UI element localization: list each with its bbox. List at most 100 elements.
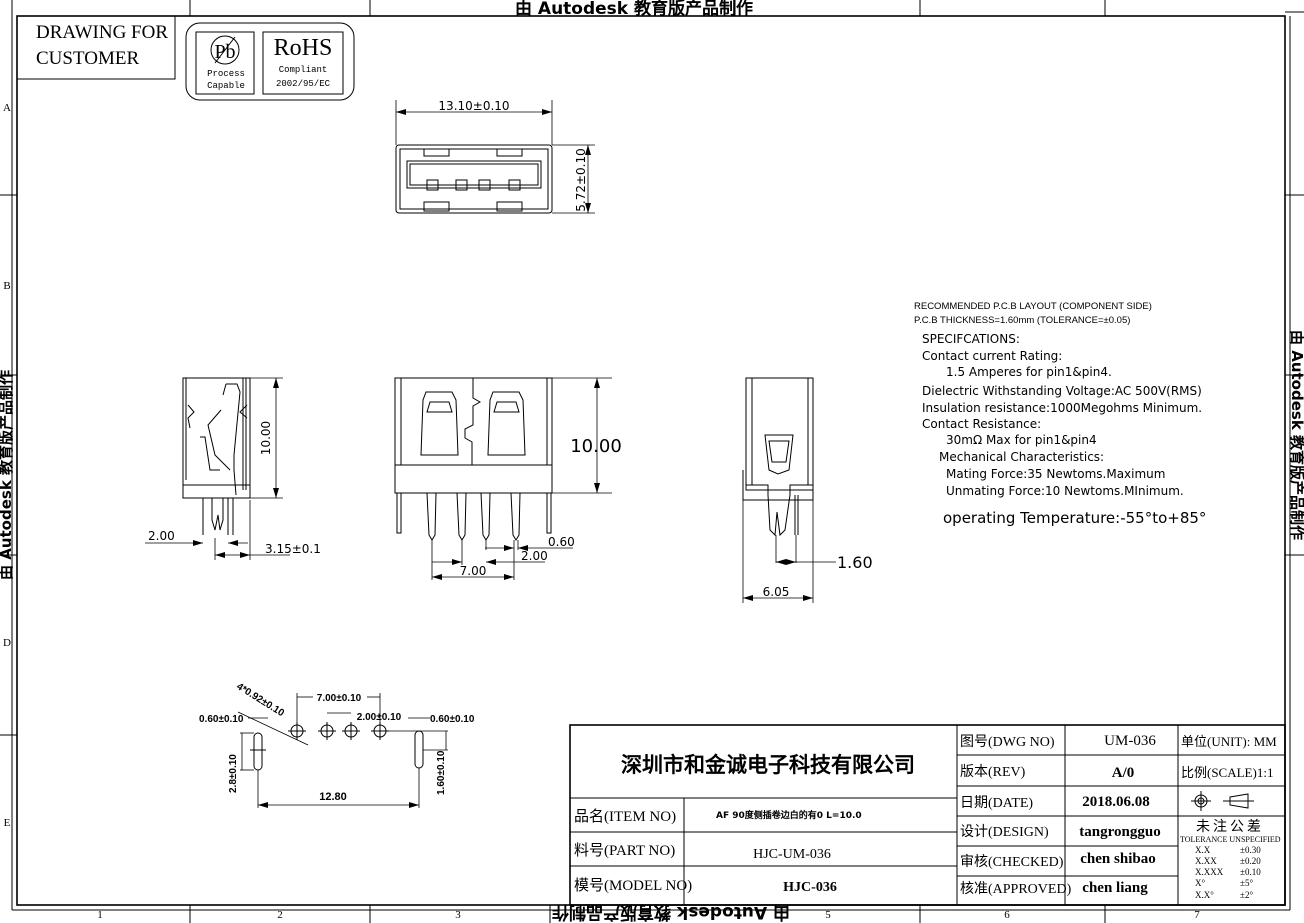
left-height-dim: 10.00 xyxy=(259,421,273,455)
tolerance-key: X.XXX xyxy=(1195,867,1224,877)
row-labels: A B D E xyxy=(3,102,11,829)
approved-label: 核准(APPROVED) xyxy=(960,881,1072,897)
pcb-layout: 4*0.92±0.10 7.00±0.10 2.00±0.10 0.60±0.1… xyxy=(199,681,475,808)
design-value: tangrongguo xyxy=(1079,824,1160,840)
tolerance-value: ±0.20 xyxy=(1240,856,1261,866)
front-span-dim: 7.00 xyxy=(460,564,487,578)
spec-line: Unmating Force:10 Newtoms.MInimum. xyxy=(946,484,1184,498)
pcb-thickness: P.C.B THICKNESS=1.60mm (TOLERANCE=±0.05) xyxy=(914,315,1130,326)
watermark-top: 由 Autodesk 教育版产品制作 xyxy=(515,0,753,19)
date-label: 日期(DATE) xyxy=(960,795,1033,811)
part-no-label: 料号(PART NO) xyxy=(574,842,675,859)
spec-line: SPECIFCATIONS: xyxy=(922,332,1020,346)
pcb-slot-left xyxy=(253,732,263,771)
column-label: 5 xyxy=(825,909,831,921)
column-label: 6 xyxy=(1004,909,1010,921)
pcb-slot-right-offset: 1.60±0.10 xyxy=(436,750,447,795)
tolerance-value: ±0.10 xyxy=(1240,867,1261,877)
column-labels: 1 2 3 5 6 7 xyxy=(97,909,1200,921)
design-label: 设计(DESIGN) xyxy=(960,824,1049,840)
spec-line: Contact current Rating: xyxy=(922,349,1062,363)
right-side-view: 1.60 6.05 xyxy=(742,377,873,603)
top-width-dim: 13.10±0.10 xyxy=(438,99,509,113)
compliance-logos: Pb Process Capable RoHS Compliant 2002/9… xyxy=(185,22,355,101)
pcb-slot-left-length: 2.8±0.10 xyxy=(228,754,239,793)
tolerance-value: ±0.30 xyxy=(1240,845,1261,855)
pcb-pitch-dim: 2.00±0.10 xyxy=(357,712,402,723)
tolerance-key: X° xyxy=(1195,878,1205,888)
front-view: 10.00 0.60 2.00 7.00 xyxy=(394,377,622,580)
pcb-hole xyxy=(342,722,360,740)
watermark-right: 由 Autodesk 教育版产品制作 xyxy=(1288,330,1304,540)
approved-value: chen liang xyxy=(1082,880,1148,896)
tolerance-value: ±5° xyxy=(1240,878,1253,888)
spec-line: Mechanical Characteristics: xyxy=(939,450,1104,464)
rohs-line-2: 2002/95/EC xyxy=(276,79,331,89)
right-pin-dim: 1.60 xyxy=(837,553,873,572)
rohs-line-1: Compliant xyxy=(279,65,328,75)
part-no-value: HJC-UM-036 xyxy=(753,847,831,862)
tolerance-key: X.X xyxy=(1195,845,1211,855)
column-label: 3 xyxy=(455,909,461,921)
drawing-for-label: DRAWING FOR xyxy=(36,22,168,43)
tolerance-key: X.X° xyxy=(1195,890,1214,900)
checked-value: chen shibao xyxy=(1080,851,1155,867)
pcb-span-dim: 7.00±0.10 xyxy=(317,693,362,704)
rohs-title: RoHS xyxy=(274,35,333,61)
front-pitch-dim: 2.00 xyxy=(521,549,548,563)
front-pin-width-dim: 0.60 xyxy=(548,535,575,549)
pb-line-1: Process xyxy=(207,69,245,79)
model-no-value: HJC-036 xyxy=(783,880,837,895)
tolerance-title: 未注公差 xyxy=(1196,819,1264,835)
pcb-slot-left-width: 0.60±0.10 xyxy=(199,714,244,725)
tolerance-value: ±2° xyxy=(1240,890,1253,900)
item-no-value: AF 90度侧插卷边白的有0 L=10.0 xyxy=(716,809,862,821)
pcb-layout-title: RECOMMENDED P.C.B LAYOUT (COMPONENT SIDE… xyxy=(914,301,1152,312)
model-no-label: 模号(MODEL NO) xyxy=(574,877,692,894)
scale-label: 比例(SCALE)1:1 xyxy=(1181,765,1273,780)
left-offset-dim: 3.15±0.1 xyxy=(265,542,321,556)
spec-line: 1.5 Amperes for pin1&pin4. xyxy=(946,365,1112,379)
spec-line: Dielectric Withstanding Voltage:AC 500V(… xyxy=(922,384,1202,398)
row-label: D xyxy=(3,637,11,649)
watermark-bottom: 由 Autodesk 教育版产品制作 xyxy=(552,902,790,923)
projection-symbol-icon xyxy=(1191,791,1254,811)
operating-temperature: operating Temperature:-55°to+85° xyxy=(943,509,1206,527)
drawing-for-customer-box: DRAWING FOR CUSTOMER xyxy=(16,15,176,80)
checked-label: 审核(CHECKED) xyxy=(960,854,1064,870)
spec-line: Insulation resistance:1000Megohms Minimu… xyxy=(922,401,1202,415)
spec-line: Contact Resistance: xyxy=(922,417,1041,431)
rev-label: 版本(REV) xyxy=(960,764,1026,780)
title-block: 深圳市和金诚电子科技有限公司 品名(ITEM NO) AF 90度侧插卷边白的有… xyxy=(569,724,1286,906)
customer-label: CUSTOMER xyxy=(36,48,139,69)
tolerance-subtitle: TOLERANCE UNSPECIFIED xyxy=(1180,835,1281,844)
date-value: 2018.06.08 xyxy=(1082,794,1150,810)
pcb-hole xyxy=(318,722,336,740)
item-no-label: 品名(ITEM NO) xyxy=(574,808,676,825)
company-name: 深圳市和金诚电子科技有限公司 xyxy=(621,753,915,777)
front-height-dim: 10.00 xyxy=(570,436,622,457)
dwg-no-label: 图号(DWG NO) xyxy=(960,735,1055,750)
column-label: 7 xyxy=(1194,909,1200,921)
left-pin-dim: 2.00 xyxy=(148,529,175,543)
dwg-no-value: UM-036 xyxy=(1104,733,1156,749)
column-label: 1 xyxy=(97,909,103,921)
specifications: RECOMMENDED P.C.B LAYOUT (COMPONENT SIDE… xyxy=(914,301,1206,527)
pcb-slot-right xyxy=(414,730,424,769)
row-label: B xyxy=(3,280,10,292)
rev-value: A/0 xyxy=(1112,765,1135,781)
pb-line-2: Capable xyxy=(207,81,245,91)
row-label: E xyxy=(4,817,11,829)
right-width-dim: 6.05 xyxy=(763,585,790,599)
watermark-left: 由 Autodesk 教育版产品制作 xyxy=(0,370,15,580)
row-label: A xyxy=(3,102,11,114)
column-label: 2 xyxy=(277,909,283,921)
pcb-slot-right-width: 0.60±0.10 xyxy=(430,714,475,725)
spec-line: 30mΩ Max for pin1&pin4 xyxy=(946,433,1097,447)
top-view: 13.10±0.10 5.72±0.10 xyxy=(395,99,595,214)
unit-label: 单位(UNIT): MM xyxy=(1181,734,1277,749)
lead-free-icon: Pb xyxy=(210,35,240,65)
spec-line: Mating Force:35 Newtoms.Maximum xyxy=(946,467,1165,481)
